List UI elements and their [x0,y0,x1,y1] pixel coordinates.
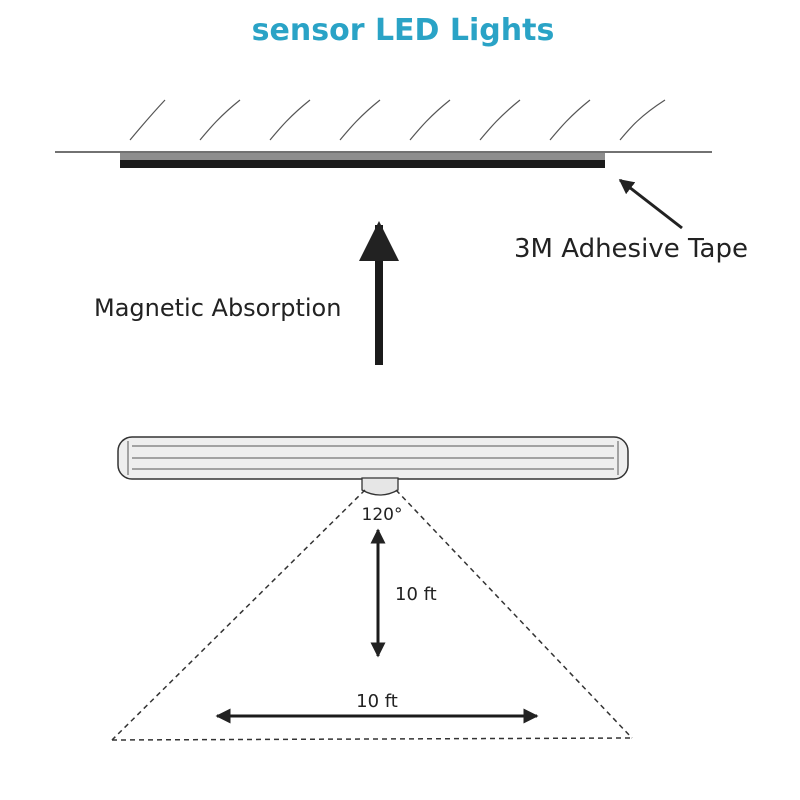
angle-label: 120° [362,505,403,525]
detection-cone [111,489,633,741]
tape-pointer-arrow [618,178,683,230]
ceiling-hatching [129,99,666,141]
diagram-title: sensor LED Lights [252,13,555,48]
led-light-bar [117,436,629,480]
motion-sensor [361,477,399,496]
magnetic-label: Magnetic Absorption [94,294,341,322]
adhesive-strip-black [120,160,605,168]
vertical-distance-label: 10 ft [395,584,437,605]
tape-label: 3M Adhesive Tape [514,234,748,264]
adhesive-strip-gray [120,153,605,160]
horizontal-distance-label: 10 ft [356,691,398,712]
